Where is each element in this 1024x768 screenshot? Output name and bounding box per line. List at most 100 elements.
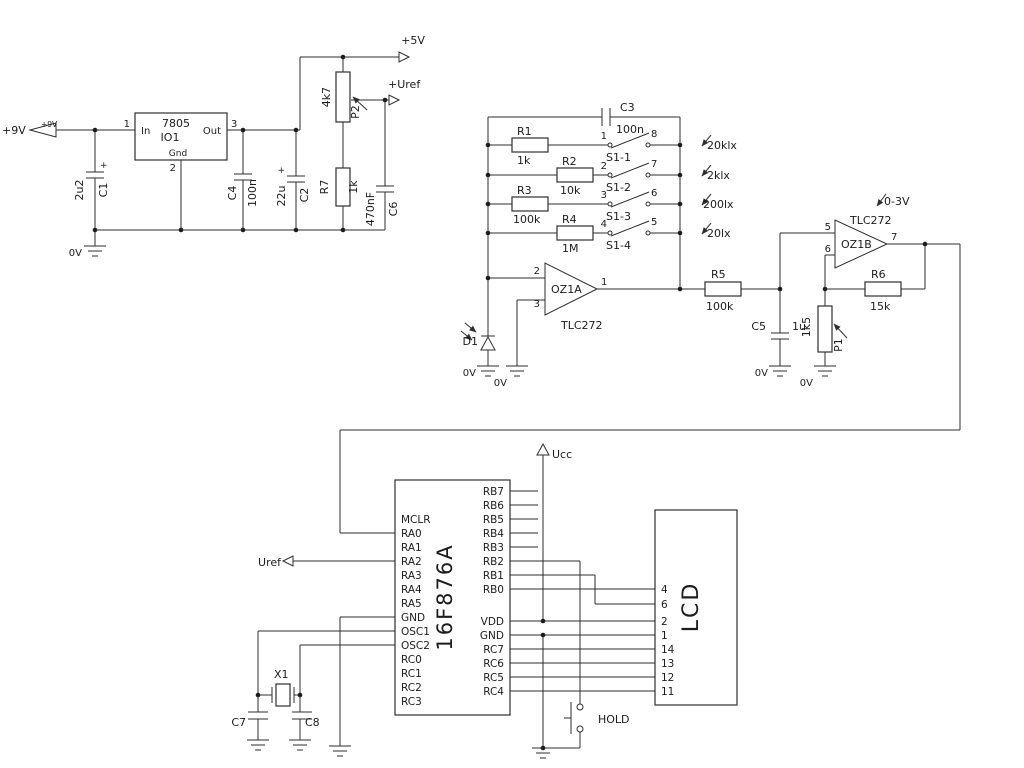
capacitor-c2: + 22u C2 — [275, 166, 311, 206]
mcu-section: Ucc Uref 16F876A MCLR RA0 RA1 RA2 RA3 RA… — [231, 442, 738, 759]
mcu-pin-gnd-left: GND — [401, 612, 425, 624]
mcu-pin-rc2: RC2 — [401, 682, 422, 694]
capacitor-c6: 470nF C6 — [364, 185, 400, 226]
mcu-pin-rb3: RB3 — [483, 542, 504, 554]
ground-symbol: 0V — [800, 365, 836, 389]
label-hold: HOLD — [598, 713, 630, 726]
label-c4-ref: C4 — [226, 186, 239, 201]
label-regulator-pin1: 1 — [124, 119, 130, 130]
mcu-pin-osc2: OSC2 — [401, 640, 430, 652]
label-r1-ref: R1 — [517, 125, 532, 138]
label-s1-3-pin-l: 3 — [601, 190, 607, 201]
label-r1-value: 1k — [517, 154, 531, 167]
label-r4-value: 1M — [562, 242, 579, 255]
label-r2-value: 10k — [560, 184, 581, 197]
hold-button: HOLD — [564, 702, 630, 734]
mcu-pin-vdd: VDD — [481, 616, 504, 628]
junction-dots-mcu — [255, 618, 546, 751]
label-r3-ref: R3 — [517, 184, 532, 197]
label-s1-1-pin-r: 8 — [651, 129, 657, 140]
mcu-pin-rc6: RC6 — [483, 658, 504, 670]
ground-symbol — [247, 739, 269, 751]
resistor-r4: R4 1M — [556, 213, 594, 255]
lcd-pin-14: 14 — [661, 644, 675, 656]
lcd-pin-13: 13 — [661, 658, 674, 670]
label-s1-1-name: S1-1 — [606, 151, 631, 164]
label-oz1a-pin3: 3 — [534, 299, 540, 310]
uref-arrow — [281, 555, 294, 567]
mcu-pin-ra1: RA1 — [401, 542, 422, 554]
label-oz1b-pin5: 5 — [825, 222, 831, 233]
label-output-range: 0-3V — [884, 195, 910, 208]
label-oz1b-pin6: 6 — [825, 244, 831, 255]
photodiode-d1: D1 — [460, 322, 496, 351]
label-r7-value: 1k — [347, 180, 360, 194]
label-p2-value: 4k7 — [320, 87, 333, 107]
label-oz1b-ref: OZ1B — [841, 238, 872, 251]
label-c6-value: 470nF — [364, 192, 377, 226]
label-c1-value: 2u2 — [73, 180, 86, 201]
mcu-pin-ra5: RA5 — [401, 598, 422, 610]
range-arrow — [701, 134, 712, 147]
label-p1-value: 1k5 — [800, 317, 813, 337]
capacitor-c5: C5 1u — [751, 320, 806, 340]
label-regulator-part: 7805 — [162, 117, 190, 130]
label-s1-2-name: S1-2 — [606, 181, 631, 194]
label-c4-value: 100n — [246, 179, 259, 207]
crystal-x1: X1 — [271, 668, 295, 707]
junction-dots-analog — [485, 142, 928, 292]
mcu-16f876a: 16F876A MCLR RA0 RA1 RA2 RA3 RA4 RA5 GND… — [394, 479, 511, 716]
label-vin: +9V — [2, 124, 26, 137]
label-p1-ref: P1 — [832, 338, 845, 352]
mcu-pin-rc1: RC1 — [401, 668, 422, 680]
ground-symbol: 0V — [463, 365, 499, 379]
wires-analog — [339, 116, 961, 534]
label-r3-value: 100k — [513, 213, 541, 226]
label-x1-ref: X1 — [274, 668, 289, 681]
label-oz1a-pin1: 1 — [601, 277, 607, 288]
label-s1-3-pin-r: 6 — [651, 188, 657, 199]
mcu-pin-ra4: RA4 — [401, 584, 422, 596]
label-c2-plus: + — [277, 166, 285, 176]
label-oz1a-ref: OZ1A — [551, 283, 582, 296]
label-regulator-gnd: Gnd — [169, 149, 187, 159]
mcu-pin-rb4: RB4 — [483, 528, 504, 540]
label-r2-ref: R2 — [562, 155, 577, 168]
vin-arrow — [28, 122, 57, 138]
label-c2-ref: C2 — [298, 188, 311, 203]
power-section: +9V +9V 7805 IO1 In Out Gnd 1 3 2 + 2u2 … — [2, 34, 425, 259]
label-s1-2-pin-r: 7 — [651, 159, 657, 170]
capacitor-c3: C3 100n — [601, 101, 644, 136]
mcu-pin-rb1: RB1 — [483, 570, 504, 582]
rail-5v-arrow — [398, 51, 411, 63]
resistor-r1: R1 1k — [511, 125, 549, 167]
mcu-pin-rb5: RB5 — [483, 514, 504, 526]
label-r7-ref: R7 — [318, 180, 331, 195]
label-c7-ref: C7 — [231, 716, 246, 729]
mcu-pin-gnd-right: GND — [480, 630, 504, 642]
range-arrow — [701, 164, 712, 177]
light-arrow — [460, 330, 473, 341]
mcu-pin-rc3: RC3 — [401, 696, 422, 708]
label-p2-ref: P2 — [349, 105, 362, 119]
label-oz1b-part: TLC272 — [849, 214, 892, 227]
potentiometer-p1: 1k5 P1 — [800, 305, 848, 353]
label-r4-ref: R4 — [562, 213, 577, 226]
resistor-r3: R3 100k — [511, 184, 549, 226]
label-c3-ref: C3 — [620, 101, 635, 114]
label-gnd-0v: 0V — [463, 368, 476, 379]
switch-s1-1: 1 8 S1-1 20klx — [601, 129, 738, 164]
label-oz1a-pin2: 2 — [534, 266, 540, 277]
wires-mcu — [257, 455, 655, 749]
label-gnd-0v: 0V — [494, 378, 507, 389]
label-s1-1-pin-l: 1 — [601, 131, 607, 142]
ucc-arrow — [536, 442, 550, 456]
lcd-module: LCD 4 6 2 1 14 13 12 11 — [654, 509, 738, 706]
mcu-pin-rb2: RB2 — [483, 556, 504, 568]
switch-s1-2: 2 7 S1-2 2klx — [601, 159, 731, 194]
capacitor-c4: C4 100n — [226, 173, 259, 207]
lcd-pin-6: 6 — [661, 599, 668, 611]
label-rail-uref: +Uref — [388, 78, 421, 91]
resistor-r2: R2 10k — [556, 155, 594, 197]
